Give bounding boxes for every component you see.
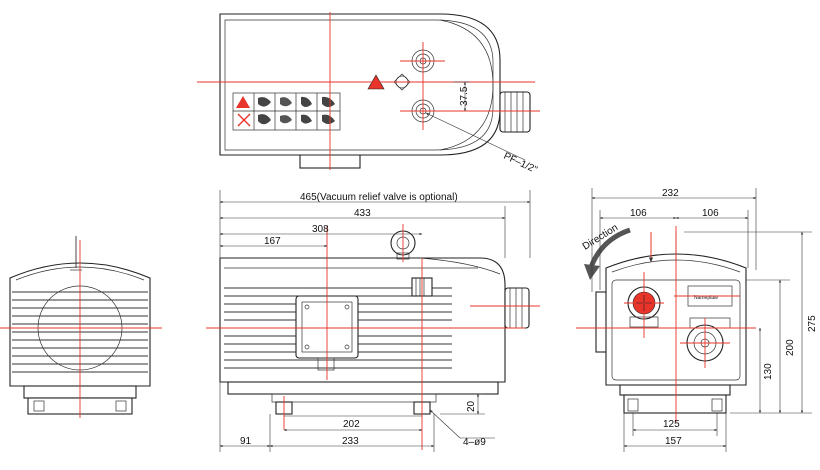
dim-157: 157 <box>665 436 682 447</box>
dim-106-right: 106 <box>702 208 719 219</box>
dim-465: 465(Vacuum relief valve is optional) <box>300 192 458 203</box>
front-coupling <box>504 287 530 329</box>
dim-106-left: 106 <box>630 208 647 219</box>
dim-232: 232 <box>662 188 679 199</box>
dim-37-5: 37.5 <box>459 86 470 106</box>
nameplate-label: Nameplate <box>694 295 718 301</box>
dim-125: 125 <box>663 419 680 430</box>
dim-275: 275 <box>807 315 818 332</box>
dim-433: 433 <box>354 208 371 219</box>
right-end-view: Nameplate Direction 232 106 1 <box>576 188 818 452</box>
port-label: PF–1/2" <box>502 151 539 176</box>
dim-167: 167 <box>264 236 281 247</box>
dim-200: 200 <box>785 339 796 356</box>
top-view-housing <box>219 13 501 156</box>
dim-308: 308 <box>312 224 329 235</box>
warning-label-panel <box>232 92 341 131</box>
dim-91: 91 <box>240 436 252 447</box>
dim-202: 202 <box>343 419 360 430</box>
left-end-view <box>0 236 162 418</box>
dim-233: 233 <box>342 436 359 447</box>
dim-20: 20 <box>466 400 477 412</box>
front-view: 465(Vacuum relief valve is optional) 433… <box>206 190 540 452</box>
top-view: 37.5 PF–1/2" <box>197 12 540 176</box>
top-view-coupling <box>499 91 531 133</box>
holes-label: 4–ø9 <box>463 437 486 448</box>
dim-130: 130 <box>763 363 774 380</box>
